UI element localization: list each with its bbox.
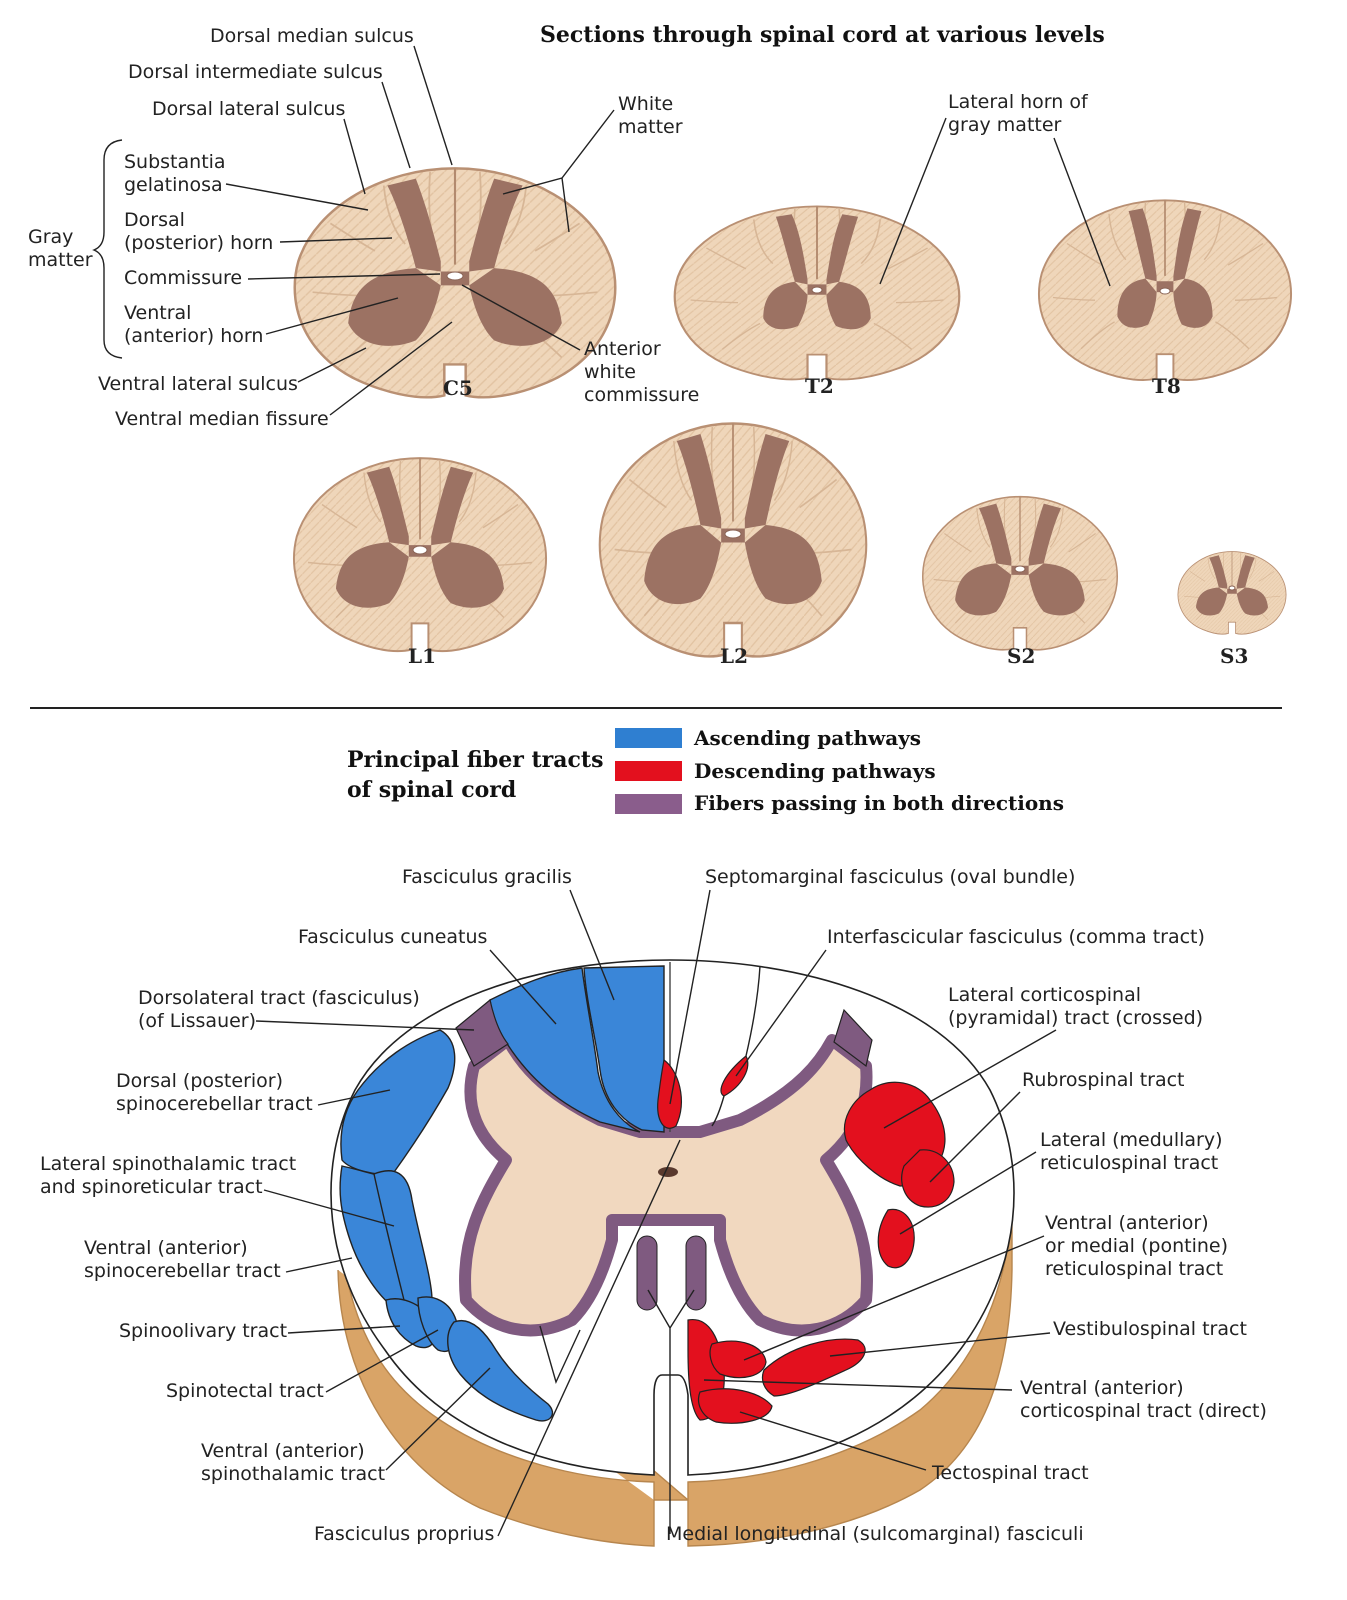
label-ventral-reticulospinal-3: reticulospinal tract <box>1045 1258 1223 1280</box>
label-spinoolivary: Spinoolivary tract <box>119 1320 287 1342</box>
label-medial-longitudinal: Medial longitudinal (sulcomarginal) fasc… <box>666 1523 1084 1545</box>
tract-dorsolateral-left <box>455 998 509 1067</box>
label-anterior-white-2: white <box>584 361 636 383</box>
label-ventral-corticospinal-2: corticospinal tract (direct) <box>1020 1400 1267 1422</box>
section-l2 <box>598 422 868 658</box>
legend: Ascending pathways Descending pathways F… <box>615 726 1064 815</box>
label-lateral-horn-1: Lateral horn of <box>948 91 1089 113</box>
gray-matter-brace <box>92 139 123 359</box>
level-label-s2: S2 <box>1007 644 1035 668</box>
label-lat-spinothalamic-2: and spinoreticular tract <box>40 1176 263 1198</box>
label-dorsal-spinocerebellar-1: Dorsal (posterior) <box>116 1070 283 1092</box>
label-anterior-white-3: commissure <box>584 384 699 406</box>
label-ventral-reticulospinal-1: Ventral (anterior) <box>1045 1212 1209 1234</box>
label-dorsolateral-1: Dorsolateral tract (fasciculus) <box>138 987 420 1009</box>
tract-lateral-reticulospinal <box>877 1208 915 1269</box>
label-gray-matter-1: Gray <box>28 226 73 248</box>
section-t2 <box>673 205 961 381</box>
label-anterior-white-1: Anterior <box>584 338 661 360</box>
label-fasciculus-gracilis: Fasciculus gracilis <box>402 866 572 888</box>
level-label-s3: S3 <box>1220 644 1248 668</box>
label-ventral-corticospinal-1: Ventral (anterior) <box>1020 1377 1184 1399</box>
section-t8 <box>1037 199 1293 381</box>
top-title: Sections through spinal cord at various … <box>540 22 1105 48</box>
legend-label-descending: Descending pathways <box>694 759 936 783</box>
label-ventral-horn-2: (anterior) horn <box>124 325 263 347</box>
label-vestibulospinal: Vestibulospinal tract <box>1053 1318 1247 1340</box>
tract-tectospinal <box>697 1388 773 1424</box>
label-dorsolateral-2: (of Lissauer) <box>138 1010 256 1032</box>
label-dorsal-horn-1: Dorsal <box>124 209 185 231</box>
label-spinotectal: Spinotectal tract <box>166 1380 324 1402</box>
label-ventral-reticulospinal-2: or medial (pontine) <box>1045 1235 1228 1257</box>
cut-surface <box>337 1198 1013 1547</box>
label-rubrospinal: Rubrospinal tract <box>1022 1069 1185 1091</box>
central-canal <box>658 1167 678 1177</box>
tract-vestibulospinal <box>761 1338 866 1397</box>
section-s3 <box>1177 551 1287 635</box>
tract-ventral-reticulospinal <box>709 1340 767 1379</box>
label-lateral-horn-2: gray matter <box>948 114 1062 136</box>
label-lat-corticospinal-2: (pyramidal) tract (crossed) <box>948 1007 1203 1029</box>
label-white-matter-2: matter <box>618 116 683 138</box>
level-label-c5: C5 <box>443 376 473 400</box>
label-interfascicular: Interfascicular fasciculus (comma tract) <box>827 926 1205 948</box>
tract-rubrospinal <box>901 1149 955 1208</box>
section-l1 <box>292 457 548 653</box>
bottom-leader-lines <box>255 889 1057 1537</box>
legend-swatch-descending <box>615 761 682 781</box>
label-ventral-spinocerebellar-1: Ventral (anterior) <box>84 1237 248 1259</box>
label-dorsal-spinocerebellar-2: spinocerebellar tract <box>116 1093 313 1115</box>
label-ventral-median-fissure: Ventral median fissure <box>115 408 329 430</box>
level-label-t2: T2 <box>805 374 834 398</box>
level-label-t8: T8 <box>1152 374 1181 398</box>
label-septomarginal: Septomarginal fasciculus (oval bundle) <box>705 866 1075 888</box>
gray-matter-h <box>459 1034 873 1337</box>
level-label-l2: L2 <box>720 644 748 668</box>
label-tectospinal: Tectospinal tract <box>931 1462 1089 1484</box>
top-leader-lines <box>225 45 1111 416</box>
label-substantia-1: Substantia <box>124 151 226 173</box>
label-dorsal-median-sulcus: Dorsal median sulcus <box>210 25 414 47</box>
label-lat-corticospinal-1: Lateral corticospinal <box>948 984 1141 1006</box>
tract-ventral-spinothalamic <box>447 1319 554 1422</box>
label-commissure: Commissure <box>124 267 242 289</box>
fiber-tract-cross-section <box>330 959 1015 1547</box>
label-lat-spinothalamic-1: Lateral spinothalamic tract <box>40 1153 296 1175</box>
label-lat-reticulospinal-2: reticulospinal tract <box>1040 1152 1218 1174</box>
section-c5 <box>293 167 617 399</box>
label-gray-matter-2: matter <box>28 249 93 271</box>
label-dorsal-horn-2: (posterior) horn <box>124 232 273 254</box>
label-ventral-spinothalamic-1: Ventral (anterior) <box>201 1440 365 1462</box>
label-ventral-horn-1: Ventral <box>124 302 191 324</box>
bottom-title-2: of spinal cord <box>347 777 516 803</box>
legend-label-both: Fibers passing in both directions <box>694 791 1064 815</box>
label-fasciculus-cuneatus: Fasciculus cuneatus <box>298 926 487 948</box>
tract-medial-longitudinal-right <box>685 1235 707 1311</box>
label-dorsal-lateral-sulcus: Dorsal lateral sulcus <box>152 98 345 120</box>
label-ventral-lateral-sulcus: Ventral lateral sulcus <box>98 373 298 395</box>
label-ventral-spinothalamic-2: spinothalamic tract <box>201 1463 385 1485</box>
label-fasciculus-proprius: Fasciculus proprius <box>314 1523 494 1545</box>
label-white-matter-1: White <box>618 93 673 115</box>
section-s2 <box>921 495 1119 651</box>
tract-fasciculus-gracilis <box>583 965 665 1133</box>
bottom-title-1: Principal fiber tracts <box>347 747 603 773</box>
legend-swatch-both <box>615 794 682 814</box>
label-substantia-2: gelatinosa <box>124 174 223 196</box>
tract-dorsolateral-right <box>833 1008 873 1068</box>
label-dorsal-intermediate-sulcus: Dorsal intermediate sulcus <box>128 61 383 83</box>
label-lat-reticulospinal-1: Lateral (medullary) <box>1040 1129 1223 1151</box>
label-ventral-spinocerebellar-2: spinocerebellar tract <box>84 1260 281 1282</box>
level-label-l1: L1 <box>408 644 436 668</box>
legend-swatch-ascending <box>615 728 682 748</box>
tract-medial-longitudinal-left <box>636 1235 658 1311</box>
legend-label-ascending: Ascending pathways <box>693 726 921 750</box>
tract-dorsal-spinocerebellar <box>340 1029 456 1176</box>
